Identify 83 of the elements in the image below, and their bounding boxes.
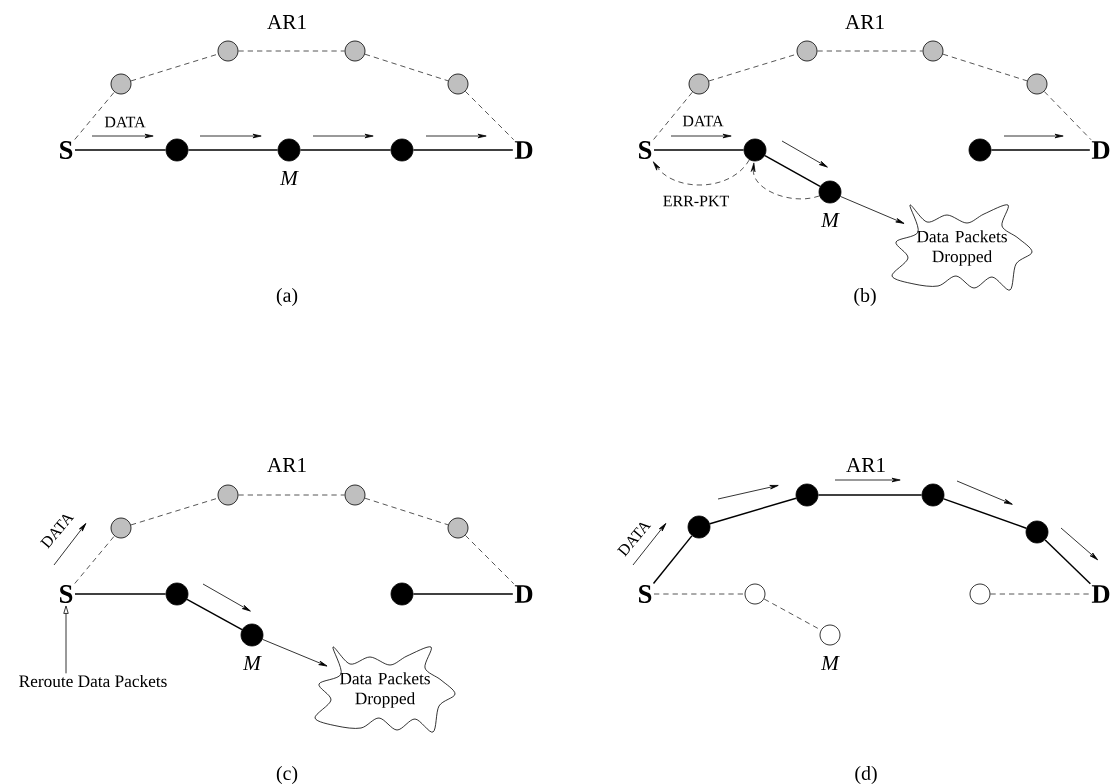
link-line	[238, 50, 345, 52]
node-circle	[447, 73, 469, 95]
link-line	[465, 91, 515, 140]
node-label: M	[820, 213, 840, 227]
node-circle	[390, 582, 414, 606]
node-circle	[744, 583, 766, 605]
link-line	[764, 154, 821, 188]
node-circle	[390, 138, 414, 162]
link-line	[238, 494, 345, 496]
node-circle	[687, 515, 711, 539]
node-circle	[1025, 520, 1049, 544]
link-line	[708, 53, 798, 82]
arrow	[840, 196, 905, 224]
node-circle	[344, 40, 366, 62]
link-line	[817, 494, 923, 496]
link-line	[187, 149, 279, 151]
link-line	[412, 593, 514, 595]
node-circle	[110, 517, 132, 539]
link-line	[653, 593, 745, 595]
node-circle	[1026, 73, 1048, 95]
data-label: DATA	[104, 116, 146, 128]
node-label: S	[60, 585, 73, 603]
link-line	[74, 91, 115, 140]
route-label: AR1	[267, 15, 306, 29]
node-circle	[796, 40, 818, 62]
node-circle	[165, 582, 189, 606]
link-line	[74, 535, 115, 584]
node-label: M	[820, 656, 840, 670]
link-line	[74, 593, 167, 595]
node-label: D	[514, 585, 533, 603]
link-line	[1043, 91, 1092, 140]
node-label: S	[639, 141, 652, 159]
node-circle	[795, 483, 819, 507]
link-line	[74, 149, 167, 151]
node-circle	[968, 138, 992, 162]
panel-label: (a)	[276, 288, 298, 307]
node-label: M	[279, 171, 299, 185]
edge-label: ERR-PKT	[661, 194, 731, 208]
link-line	[364, 53, 449, 82]
node-label: D	[1091, 141, 1110, 159]
link-line	[990, 593, 1091, 595]
node-circle	[165, 138, 189, 162]
node-circle	[922, 40, 944, 62]
node-label: S	[639, 585, 652, 603]
node-label: D	[1091, 585, 1110, 603]
arrow	[652, 159, 750, 186]
node-circle	[969, 583, 991, 605]
panel-label: (c)	[276, 766, 298, 784]
node-label: S	[60, 141, 73, 159]
link-line	[817, 50, 923, 52]
node-circle	[921, 483, 945, 507]
link-line	[364, 497, 449, 526]
route-label: AR1	[845, 15, 884, 29]
link-line	[709, 497, 797, 525]
node-circle	[217, 40, 239, 62]
data-label: DATA	[682, 115, 724, 127]
route-label: AR1	[846, 458, 885, 472]
node-label: D	[514, 141, 533, 159]
arrow	[63, 605, 69, 674]
link-line	[299, 149, 392, 151]
link-line	[653, 91, 693, 140]
link-line	[990, 149, 1091, 151]
link-line	[465, 535, 515, 585]
node-circle	[110, 73, 132, 95]
link-line	[942, 53, 1028, 82]
link-line	[652, 535, 693, 585]
node-circle	[743, 138, 767, 162]
link-line	[653, 149, 745, 151]
node-label: M	[242, 656, 262, 670]
route-label: AR1	[267, 458, 306, 472]
arrow	[750, 162, 820, 200]
node-circle	[688, 73, 710, 95]
link-line	[412, 149, 514, 151]
node-circle	[447, 517, 469, 539]
node-circle	[217, 484, 239, 506]
panel-label: (b)	[854, 288, 876, 307]
node-circle	[344, 484, 366, 506]
panel-label: (d)	[855, 766, 877, 784]
link-line	[1044, 539, 1092, 585]
arrow	[262, 638, 328, 667]
link-line	[186, 598, 243, 631]
link-line	[943, 498, 1027, 529]
text-label: Reroute Data Packets	[19, 674, 167, 688]
